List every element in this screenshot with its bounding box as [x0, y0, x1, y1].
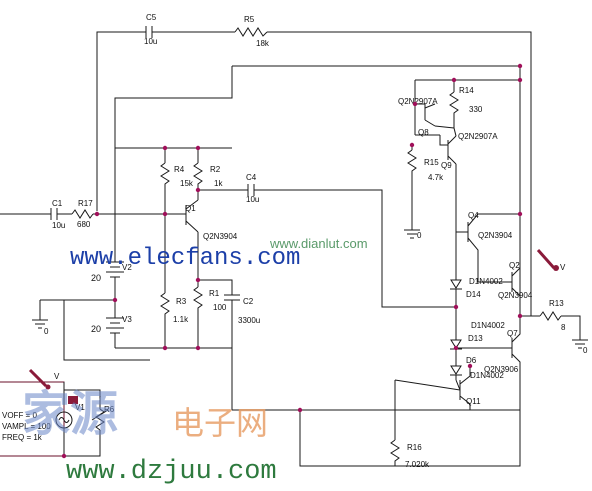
r13-name: R13 — [549, 299, 564, 308]
c4-name: C4 — [246, 173, 257, 182]
r15-name: R15 — [424, 158, 439, 167]
r4-name: R4 — [174, 165, 185, 174]
r17-name: R17 — [78, 199, 93, 208]
d6-name: D6 — [466, 356, 477, 365]
d14-name: D14 — [466, 290, 481, 299]
supply-ground-label: 0 — [44, 327, 49, 336]
c4-coupling — [198, 184, 456, 308]
v2-value: 20 — [91, 273, 101, 283]
q8-name: Q8 — [418, 128, 429, 137]
output-stage — [232, 60, 588, 467]
q9-name: Q9 — [441, 161, 452, 170]
r2-name: R2 — [210, 165, 221, 174]
node-dots — [61, 63, 523, 459]
r2-value: 1k — [214, 179, 223, 188]
r15-ground-label: 0 — [417, 231, 422, 240]
source-probe-label: V — [54, 372, 60, 381]
r1-name: R1 — [209, 289, 220, 298]
q1-name: Q1 — [185, 204, 196, 213]
r6-name: R6 — [104, 405, 115, 414]
q9-part: Q2N2907A — [458, 132, 498, 141]
r15-value: 4.7k — [428, 173, 444, 182]
v2-name: V2 — [122, 263, 132, 272]
v3-name: V3 — [122, 315, 132, 324]
watermark-elecfans: www.elecfans.com — [70, 245, 300, 272]
watermark-dzjuu: www.dzjuu.com — [66, 457, 277, 487]
r5-name: R5 — [244, 15, 255, 24]
d13-name: D13 — [468, 334, 483, 343]
r5-value: 18k — [256, 39, 270, 48]
source-voff: VOFF = 0 — [2, 411, 37, 420]
watermark-brand-cn-sub: 电子网 — [172, 405, 268, 441]
r3-name: R3 — [176, 297, 187, 306]
r1-value: 100 — [213, 303, 227, 312]
feedback-path — [96, 26, 532, 211]
q7-part: Q2N3906 — [484, 365, 519, 374]
q4-part: Q2N3904 — [478, 231, 513, 240]
q2-part: Q2N3904 — [498, 291, 533, 300]
bias-network — [115, 147, 240, 410]
q4-name: Q4 — [468, 211, 479, 220]
c2-name: C2 — [243, 297, 254, 306]
c5-value: 10u — [144, 37, 157, 46]
watermark-dianlut: www.dianlut.com — [269, 236, 368, 251]
r3-value: 1.1k — [173, 315, 189, 324]
d13-part: D1N4002 — [471, 321, 505, 330]
v1-name: V1 — [75, 403, 85, 412]
c2-value: 3300u — [238, 316, 260, 325]
r13-ground-label: 0 — [583, 346, 588, 355]
current-source-stage — [404, 80, 459, 239]
r4-value: 15k — [180, 179, 194, 188]
d14-part: D1N4002 — [469, 277, 503, 286]
d6-part: D1N4002 — [470, 371, 504, 380]
r13-value: 8 — [561, 323, 566, 332]
r17-value: 680 — [77, 220, 91, 229]
v3-value: 20 — [91, 324, 101, 334]
output-probe-label: V — [560, 263, 566, 272]
signal-source — [0, 368, 109, 457]
source-vampl: VAMPL = 100 — [2, 422, 51, 431]
r14-value: 330 — [469, 105, 483, 114]
c1-value: 10u — [52, 221, 65, 230]
q2-name: Q2 — [509, 261, 520, 270]
r14-name: R14 — [459, 86, 474, 95]
c5-name: C5 — [146, 13, 157, 22]
r16-name: R16 — [407, 443, 422, 452]
watermark-brand-cn: 家源 — [22, 388, 118, 441]
r16-value: 7.020k — [405, 460, 430, 469]
input-stage — [0, 208, 186, 220]
output-probe-marker — [536, 249, 559, 271]
q8-part: Q2N2907A — [398, 97, 438, 106]
q7-name: Q7 — [507, 329, 518, 338]
q1-part: Q2N3904 — [203, 232, 238, 241]
q11-name: Q11 — [466, 397, 481, 406]
c1-name: C1 — [52, 199, 63, 208]
c4-value: 10u — [246, 195, 259, 204]
power-supplies — [32, 148, 150, 361]
source-freq: FREQ = 1k — [2, 433, 43, 442]
